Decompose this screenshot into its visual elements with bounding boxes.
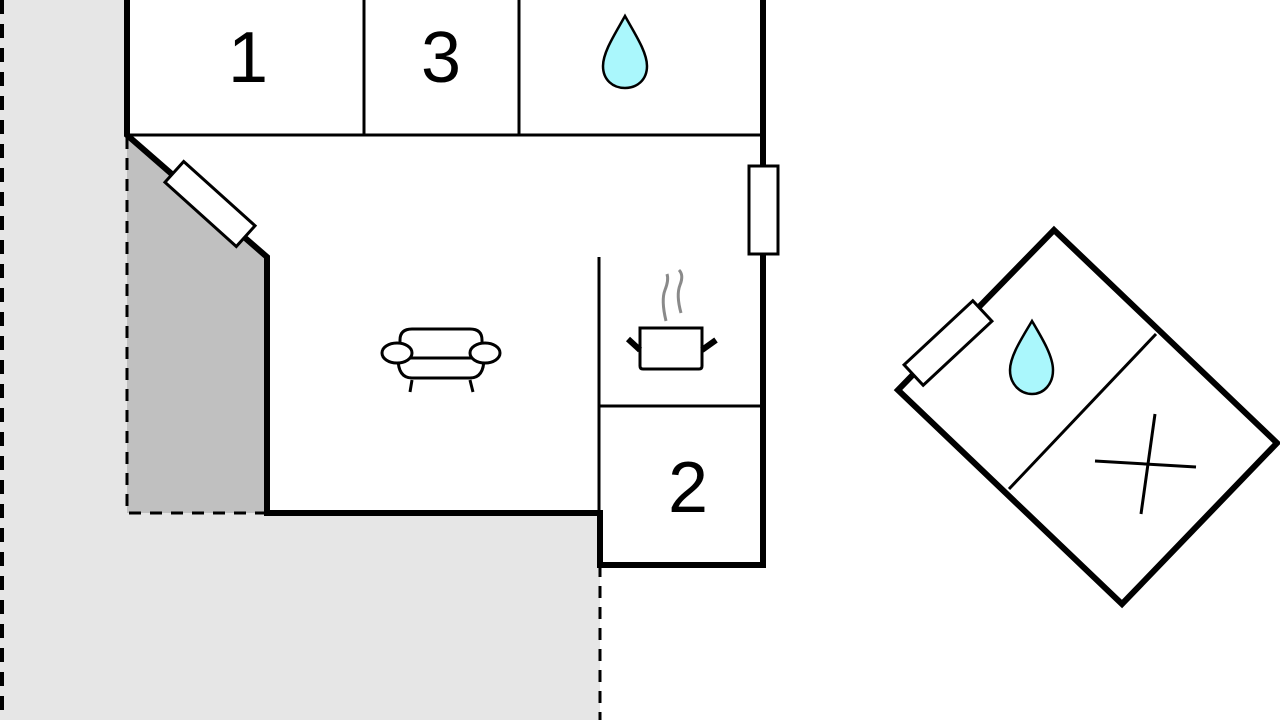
room-label-1: 1 — [228, 18, 268, 98]
main-building — [127, 0, 763, 565]
annex-building — [893, 225, 1280, 609]
annex-divider — [1007, 332, 1158, 491]
sofa-icon — [380, 327, 502, 393]
water-drop-icon — [601, 13, 649, 90]
room-label-2: 2 — [668, 448, 708, 528]
window-right — [747, 164, 780, 256]
water-drop-icon — [1008, 318, 1055, 396]
exterior-walls — [124, 0, 766, 568]
cross-icon — [1094, 413, 1197, 515]
annex-window — [901, 298, 995, 388]
room-label-3: 3 — [421, 18, 461, 98]
cooking-pot-icon — [625, 268, 718, 371]
outdoor-area — [0, 0, 600, 720]
terrace-dashed-edge — [125, 137, 265, 515]
window-diagonal — [162, 159, 258, 249]
